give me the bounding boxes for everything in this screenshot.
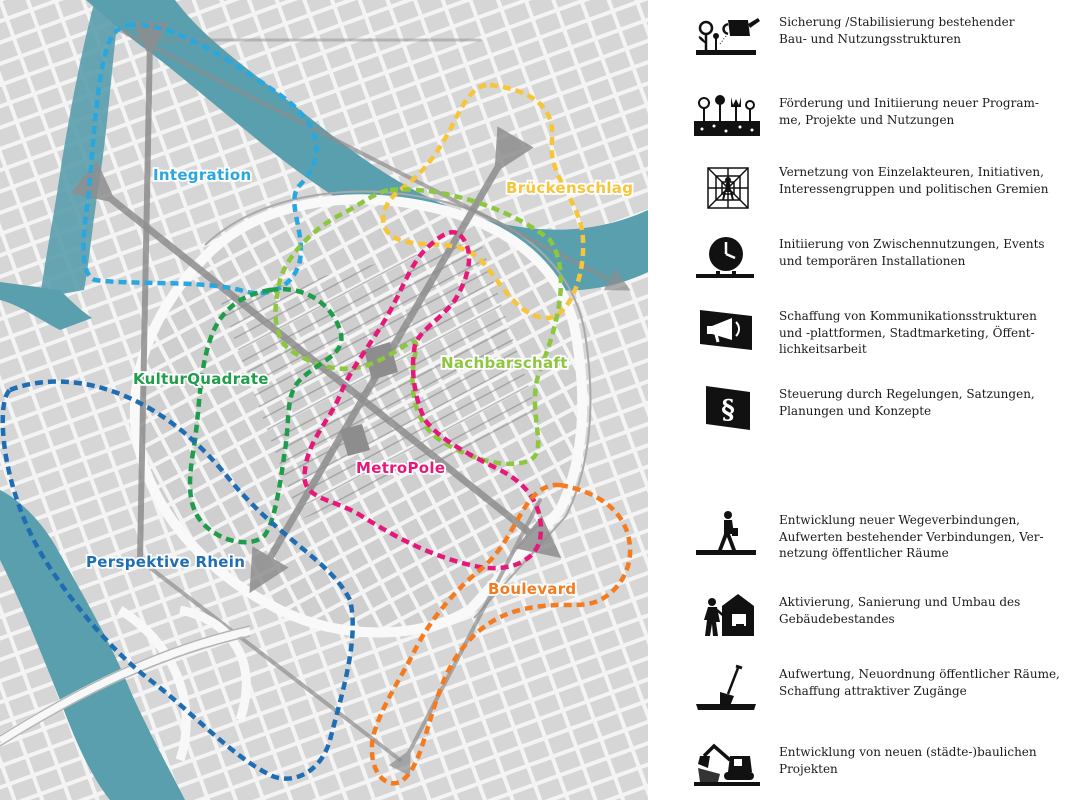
legend-item: Initiierung von Zwischennutzungen, Event… — [690, 234, 1075, 282]
zone-label-boulevard: Boulevard — [488, 580, 576, 598]
legend-text-line: Bau- und Nutzungsstrukturen — [779, 31, 962, 46]
zone-label-nachbarschaft: Nachbarschaft — [441, 354, 568, 372]
excavator-icon — [694, 743, 760, 786]
zone-label-brueckenschlag: Brückenschlag — [506, 179, 633, 197]
legend-text-line: lichkeitsarbeit — [779, 342, 867, 356]
zone-outline-kulturquadrate — [187, 286, 344, 545]
legend-item: Sicherung /Stabilisierung bestehender Ba… — [690, 12, 1075, 60]
spider-web-network-icon — [707, 167, 749, 209]
legend-item: § Steuerung durch Regelungen, Satzungen,… — [690, 384, 1075, 432]
highway — [0, 605, 251, 762]
legend-text-line: und -plattformen, Stadtmarketing, Öffent… — [779, 325, 1035, 340]
legend-text-line: Entwicklung neuer Wegeverbindungen, — [779, 513, 1020, 527]
legend-text-line: Aufwertung, Neuordnung öffentlicher Räum… — [779, 667, 1060, 681]
zone-label-integration: Integration — [153, 166, 251, 184]
legend-text-line: Entwicklung von neuen (städte-)baulichen — [779, 745, 1037, 759]
zone-outline-brueckenschlag — [380, 82, 586, 321]
legend-text-line: Förderung und Initiierung neuer Program- — [779, 96, 1039, 110]
clock-icon — [696, 237, 754, 278]
legend-text-line: netzung öffentlicher Räume — [779, 546, 949, 560]
legend-text-line: Planungen und Konzepte — [779, 403, 932, 418]
paragraph-flag-icon: § — [706, 386, 750, 430]
zone-label-metropole: MetroPole — [356, 459, 445, 477]
legend-item: Aktivierung, Sanierung und Umbau des Geb… — [690, 592, 1075, 640]
legend-item: Vernetzung von Einzelakteuren, Initiativ… — [690, 162, 1075, 210]
main-axes — [70, 21, 631, 777]
legend-text-line: Gebäudebestandes — [779, 611, 895, 626]
legend-item: Aufwertung, Neuordnung öffentlicher Räum… — [690, 664, 1075, 712]
legend-text-line: Schaffung von Kommunikationsstrukturen — [779, 309, 1037, 323]
watering-can-plants-icon — [696, 18, 760, 55]
zone-outline-metropole — [302, 230, 544, 571]
walking-person-icon — [696, 511, 756, 555]
zone-outline-boulevard — [369, 482, 633, 786]
svg-text:§: § — [721, 395, 735, 425]
legend-text-line: Interessengruppen und politischen Gremie… — [779, 181, 1049, 196]
zone-label-kulturquadrate: KulturQuadrate — [133, 370, 269, 388]
shovel-icon — [696, 664, 756, 710]
legend-text-line: Aufwerten bestehender Verbindungen, Ver- — [779, 529, 1044, 544]
legend-text-line: Schaffung attraktiver Zugänge — [779, 683, 967, 698]
legend-item: Schaffung von Kommunikationsstrukturen u… — [690, 306, 1075, 356]
legend-text-line: Vernetzung von Einzelakteuren, Initiativ… — [779, 165, 1044, 179]
legend-text-line: Aktivierung, Sanierung und Umbau des — [779, 595, 1021, 609]
legend-text-line: me, Projekte und Nutzungen — [779, 112, 955, 127]
legend-text-line: und temporären Installationen — [779, 253, 966, 268]
zone-outline-perspektive-rhein — [0, 379, 355, 781]
worker-house-icon — [704, 594, 754, 636]
megaphone-icon — [700, 310, 752, 350]
legend-text-line: Initiierung von Zwischennutzungen, Event… — [779, 237, 1045, 251]
legend-text-line: Projekten — [779, 761, 838, 776]
legend-text-line: Steuerung durch Regelungen, Satzungen, — [779, 387, 1035, 401]
legend-item: Entwicklung neuer Wegeverbindungen, Aufw… — [690, 510, 1075, 560]
legend: Sicherung /Stabilisierung bestehender Ba… — [690, 0, 1075, 800]
city-map: Integration Brückenschlag Nachbarschaft … — [0, 0, 648, 800]
legend-item: Förderung und Initiierung neuer Program-… — [690, 93, 1075, 141]
zone-label-perspektive-rhein: Perspektive Rhein — [86, 553, 245, 571]
legend-item: Entwicklung von neuen (städte-)baulichen… — [690, 742, 1075, 790]
legend-text-line: Sicherung /Stabilisierung bestehender — [779, 15, 1015, 29]
flowers-growing-icon — [694, 95, 760, 136]
